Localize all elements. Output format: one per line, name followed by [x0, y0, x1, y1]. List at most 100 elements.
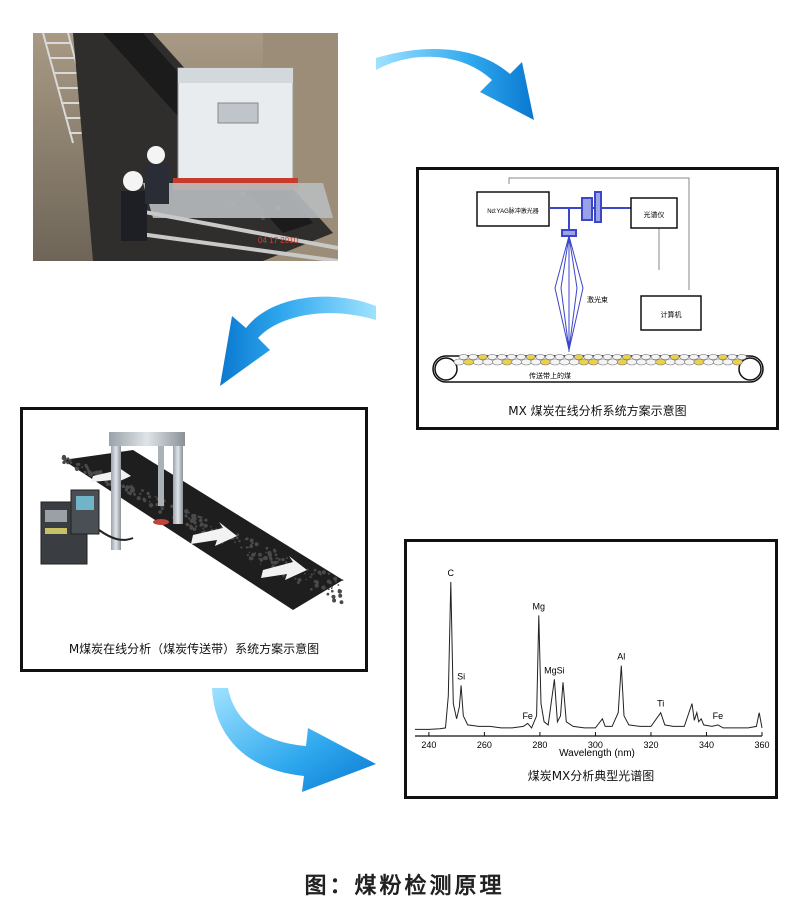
coal-chunk [331, 594, 336, 599]
coal-chunk [259, 558, 264, 562]
spectrum-peak-label: C [448, 568, 455, 578]
coal-chunk [269, 557, 273, 561]
coal-particle [655, 358, 666, 366]
coal-chunk [74, 466, 80, 471]
coal-chunk [251, 552, 256, 557]
coal-chunk [77, 462, 81, 466]
coal-particle [645, 358, 657, 366]
spectrum-peak-label: Fe [713, 711, 724, 721]
coal-chunk [98, 470, 103, 474]
coal-chunk [254, 542, 259, 547]
coal-chunk [263, 555, 268, 561]
installation-caption: M煤炭在线分析（煤炭传送带）系统方案示意图 [68, 642, 320, 656]
coal-chunk [148, 495, 151, 499]
coal-chunk [238, 539, 241, 543]
coal-particle [540, 358, 551, 366]
coal-particle [597, 358, 609, 366]
coal-chunk [327, 572, 331, 575]
coal-particle [722, 358, 734, 366]
coal-chunk [188, 517, 191, 520]
coal-chunk [96, 470, 99, 473]
coal-chunk [286, 557, 288, 560]
coal-chunk [192, 516, 197, 521]
coal-particle [549, 358, 561, 366]
coal-chunk [327, 588, 330, 591]
coal-particle [525, 354, 536, 360]
coal-chunk [105, 482, 110, 486]
coal-chunk [234, 541, 236, 544]
coal-chunk [66, 457, 70, 460]
coal-particle [737, 354, 747, 360]
spectrum-caption: 煤炭MX分析典型光谱图 [527, 769, 655, 783]
gantry-right-post [173, 434, 183, 524]
coal-particle [660, 354, 670, 360]
coal-particle [727, 354, 738, 360]
coal-particle [487, 354, 498, 360]
belt-label: 传送带上的煤 [529, 371, 571, 380]
coal-chunk [326, 592, 330, 596]
coal-chunk [124, 488, 129, 492]
spectrum-peak-label: MgSi [544, 665, 565, 675]
coal-chunk [210, 525, 212, 528]
coal-particle [679, 354, 690, 360]
photo-analyzer-cabinet [177, 67, 294, 184]
flow-arrow-1 [376, 48, 534, 120]
spectrum-tick-label: 240 [421, 740, 436, 750]
coal-particle [520, 358, 532, 366]
spectrometer-box [630, 197, 678, 229]
coal-chunk [313, 568, 317, 572]
coal-particle [535, 354, 546, 360]
coal-chunk [305, 578, 308, 581]
coal-chunk [259, 563, 262, 565]
coal-chunk [309, 576, 312, 579]
coal-particle [578, 358, 590, 366]
coal-chunk [339, 595, 342, 598]
coal-chunk [184, 509, 189, 514]
coal-particle [482, 358, 494, 366]
computer-box [640, 295, 702, 331]
coal-particle [458, 354, 469, 360]
coal-chunk [284, 561, 288, 564]
coal-particle [684, 358, 695, 366]
spectrum-peak-label: Ti [657, 699, 664, 709]
belt-direction-arrow [191, 522, 237, 546]
spectrum-tick-label: 360 [754, 740, 769, 750]
coal-particle [669, 354, 680, 360]
coal-chunk [192, 527, 197, 531]
coal-chunk [258, 552, 262, 557]
coal-chunk [189, 518, 194, 523]
photo-railing [122, 206, 338, 261]
coal-chunk [276, 560, 279, 563]
coal-particle [492, 358, 503, 366]
coal-chunk [146, 491, 150, 495]
field-installation-photo: 04 17 2010 [33, 33, 338, 261]
coal-chunk [245, 546, 248, 549]
coal-chunk [274, 553, 278, 556]
coal-chunk [90, 474, 93, 477]
coal-chunk [133, 493, 136, 496]
coal-particle [650, 354, 661, 360]
coal-chunk [191, 525, 193, 528]
spectrometer-box-label: 光谱仪 [644, 210, 665, 219]
coal-chunk [160, 507, 164, 511]
coal-particle [516, 354, 526, 360]
coal-chunk [251, 557, 254, 560]
photo-illustration: 04 17 2010 [33, 33, 338, 261]
coal-chunk [282, 575, 285, 577]
coal-chunk [337, 584, 340, 586]
coal-chunk [249, 538, 254, 543]
laser-box-label: Nd:YAG脉冲激光器 [487, 207, 539, 215]
coal-particle [693, 358, 705, 366]
coal-particle [588, 358, 599, 366]
coal-particle [472, 358, 484, 366]
coal-particle [506, 354, 517, 360]
coal-chunk [84, 471, 87, 474]
coal-chunk [248, 551, 251, 554]
coal-particle [664, 358, 676, 366]
coal-particle [545, 354, 555, 360]
coal-chunk [333, 576, 338, 581]
coal-particle [564, 354, 574, 360]
coal-chunk [313, 572, 315, 575]
coal-particle [698, 354, 709, 360]
belt-direction-arrow [261, 556, 307, 580]
